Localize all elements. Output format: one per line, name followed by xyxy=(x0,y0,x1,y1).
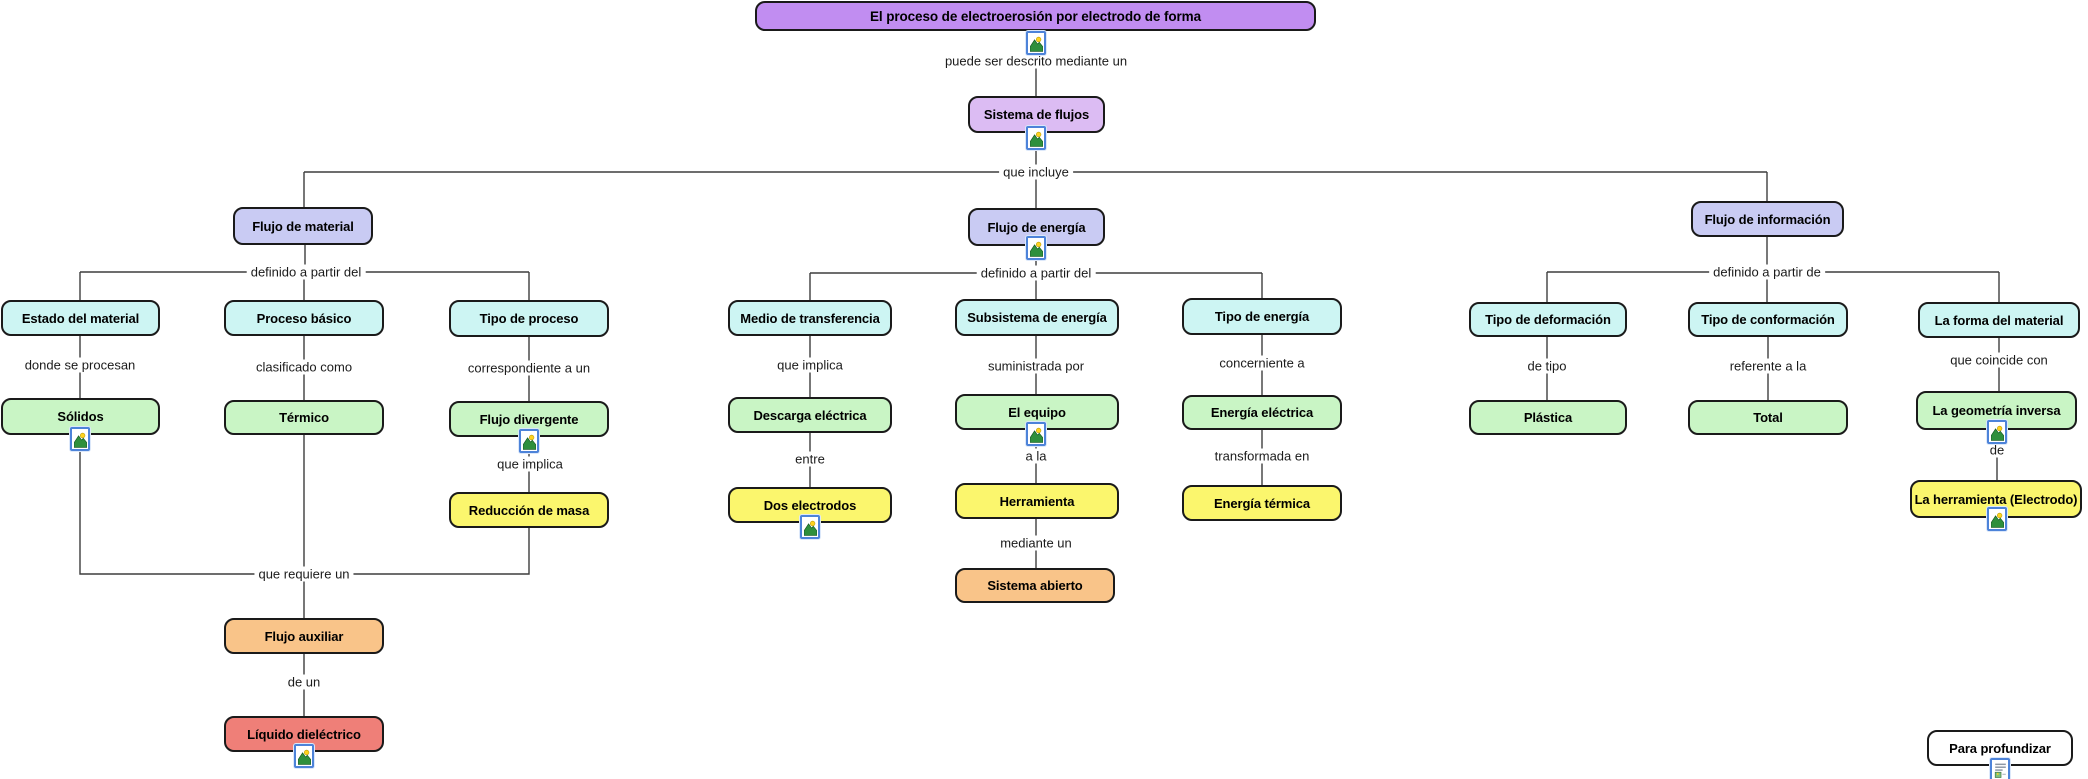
concept-node-la-forma-del-material[interactable]: La forma del material xyxy=(1918,302,2080,338)
concept-node-tipo-de-energia[interactable]: Tipo de energía xyxy=(1182,298,1342,335)
concept-node-para-profundizar[interactable]: Para profundizar xyxy=(1927,730,2073,766)
linking-phrase: que incluye xyxy=(999,164,1073,180)
image-resource-icon[interactable] xyxy=(294,744,314,768)
linking-phrase: concerniente a xyxy=(1215,355,1309,371)
concept-node-sistema-abierto[interactable]: Sistema abierto xyxy=(955,568,1115,603)
image-resource-icon[interactable] xyxy=(1026,422,1046,446)
concept-node-subsistema-de-energia[interactable]: Subsistema de energía xyxy=(955,299,1119,336)
linking-phrase: transformada en xyxy=(1210,448,1314,464)
concept-node-herramienta[interactable]: Herramienta xyxy=(955,483,1119,519)
linking-phrase: que implica xyxy=(493,456,567,472)
linking-phrase: mediante un xyxy=(996,535,1076,551)
linking-phrase: de xyxy=(1985,442,2009,458)
linking-phrase: que implica xyxy=(773,357,847,373)
concept-node-descarga-electrica[interactable]: Descarga eléctrica xyxy=(728,397,892,433)
linking-phrase: puede ser descrito mediante un xyxy=(940,53,1132,69)
concept-node-flujo-divergente[interactable]: Flujo divergente xyxy=(449,401,609,437)
linking-phrase: donde se procesan xyxy=(20,357,140,373)
concept-node-plastica[interactable]: Plástica xyxy=(1469,400,1627,435)
image-resource-icon[interactable] xyxy=(70,427,90,451)
image-resource-icon[interactable] xyxy=(519,429,539,453)
concept-node-reduccion-de-masa[interactable]: Reducción de masa xyxy=(449,492,609,528)
linking-phrase: que coincide con xyxy=(1946,352,2052,368)
concept-node-flujo-de-energia[interactable]: Flujo de energía xyxy=(968,208,1105,246)
image-resource-icon[interactable] xyxy=(800,515,820,539)
linking-phrase: referente a la xyxy=(1725,358,1811,374)
concept-node-energia-termica[interactable]: Energía térmica xyxy=(1182,485,1342,521)
image-resource-icon[interactable] xyxy=(1987,420,2007,444)
linking-phrase: de tipo xyxy=(1523,358,1571,374)
linking-phrase: definido a partir de xyxy=(1709,264,1825,280)
concept-node-proceso-basico[interactable]: Proceso básico xyxy=(224,300,384,336)
image-resource-icon[interactable] xyxy=(1026,126,1046,150)
image-resource-icon[interactable] xyxy=(1987,507,2007,531)
concept-node-flujo-de-informacion[interactable]: Flujo de información xyxy=(1691,201,1844,237)
concept-node-dos-electrodos[interactable]: Dos electrodos xyxy=(728,487,892,523)
linking-phrase: que requiere un xyxy=(254,566,354,582)
concept-node-medio-de-transferencia[interactable]: Medio de transferencia xyxy=(728,300,892,336)
concept-node-tipo-de-proceso[interactable]: Tipo de proceso xyxy=(449,300,609,337)
linking-phrase: clasificado como xyxy=(251,359,357,375)
linking-phrase: de un xyxy=(283,674,325,690)
concept-node-tipo-de-deformacion[interactable]: Tipo de deformación xyxy=(1469,302,1627,337)
connector-line xyxy=(304,528,530,575)
image-resource-icon[interactable] xyxy=(1026,236,1046,260)
document-resource-icon[interactable] xyxy=(1990,758,2010,779)
concept-node-tipo-de-conformacion[interactable]: Tipo de conformación xyxy=(1688,302,1848,337)
linking-phrase: definido a partir del xyxy=(246,264,366,280)
image-resource-icon[interactable] xyxy=(1026,31,1046,55)
concept-node-termico[interactable]: Térmico xyxy=(224,400,384,435)
linking-phrase: a la xyxy=(1021,448,1051,464)
concept-node-flujo-auxiliar[interactable]: Flujo auxiliar xyxy=(224,618,384,654)
linking-phrase: suministrada por xyxy=(983,358,1089,374)
concept-node-estado-del-material[interactable]: Estado del material xyxy=(1,300,160,336)
concept-node-energia-electrica[interactable]: Energía eléctrica xyxy=(1182,395,1342,430)
linking-phrase: correspondiente a un xyxy=(463,360,595,376)
concept-node-total[interactable]: Total xyxy=(1688,400,1848,435)
linking-phrase: entre xyxy=(791,451,829,467)
concept-node-flujo-de-material[interactable]: Flujo de material xyxy=(233,207,373,245)
connector-line xyxy=(79,435,304,575)
linking-phrase: definido a partir del xyxy=(976,265,1096,281)
concept-node-root[interactable]: El proceso de electroerosión por electro… xyxy=(755,1,1316,31)
concept-node-liquido-dielectrico[interactable]: Líquido dieléctrico xyxy=(224,716,384,752)
